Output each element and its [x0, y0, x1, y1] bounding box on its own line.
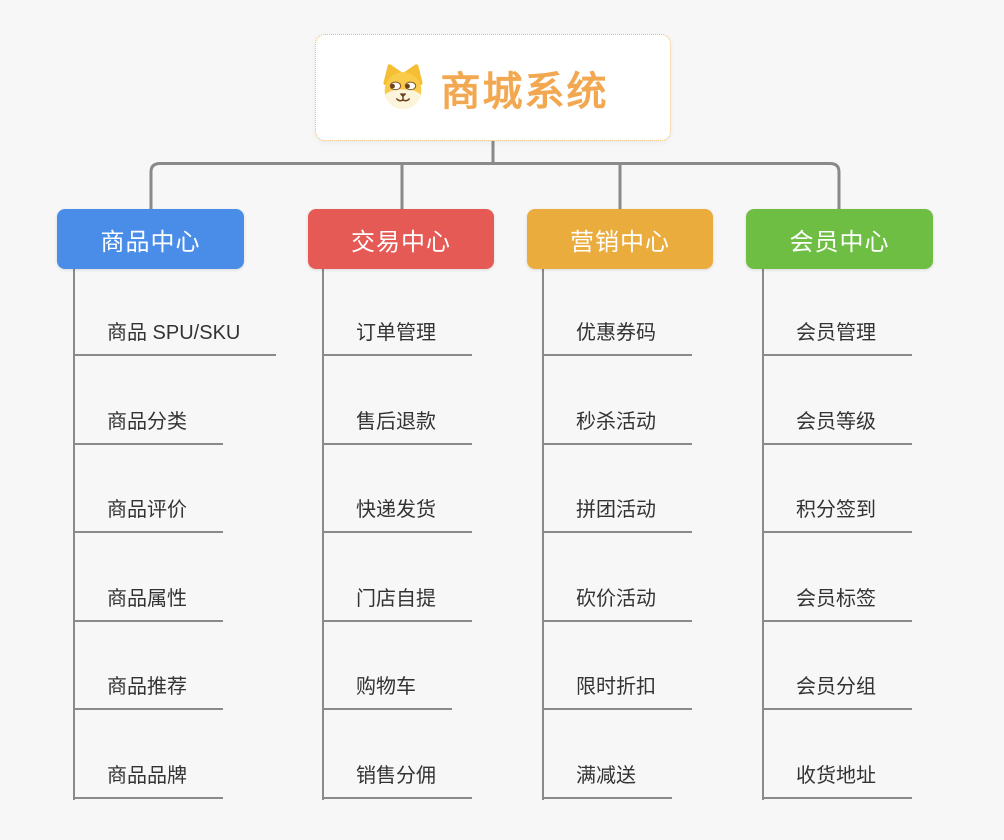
leaf-topic[interactable]: 会员等级	[762, 407, 912, 445]
leaf-topic[interactable]: 快递发货	[322, 495, 472, 533]
leaf-topic[interactable]: 商品评价	[73, 495, 223, 533]
leaf-topic[interactable]: 商品分类	[73, 407, 223, 445]
leaf-topic[interactable]: 商品品牌	[73, 761, 223, 799]
branch-label: 营销中心	[570, 228, 670, 256]
branch-node-marketing-center[interactable]: 营销中心	[527, 209, 713, 269]
leaf-topic[interactable]: 订单管理	[322, 318, 472, 356]
branch-label: 商品中心	[100, 228, 201, 256]
leaf-topic[interactable]: 秒杀活动	[542, 407, 692, 445]
leaf-topic[interactable]: 商品属性	[73, 584, 223, 622]
branch-node-product-center[interactable]: 商品中心	[57, 209, 244, 269]
leaf-topic[interactable]: 收货地址	[762, 761, 912, 799]
leaf-topic[interactable]: 积分签到	[762, 495, 912, 533]
branch-rail-line	[149, 162, 841, 210]
branch-node-member-center[interactable]: 会员中心	[746, 209, 933, 269]
leaf-topic[interactable]: 满减送	[542, 761, 672, 799]
leaf-topic[interactable]: 砍价活动	[542, 584, 692, 622]
root-topic-label: 商城系统	[440, 69, 609, 114]
branch-label: 交易中心	[351, 228, 451, 256]
leaf-topic[interactable]: 门店自提	[322, 584, 472, 622]
leaf-topic[interactable]: 销售分佣	[322, 761, 472, 799]
root-topic[interactable]: 商城系统	[315, 34, 671, 141]
leaf-topic[interactable]: 限时折扣	[542, 672, 692, 710]
leaf-topic[interactable]: 购物车	[322, 672, 452, 710]
leaf-topic[interactable]: 会员分组	[762, 672, 912, 710]
branch-label: 会员中心	[789, 228, 890, 256]
leaf-topic[interactable]: 售后退款	[322, 407, 472, 445]
leaf-topic[interactable]: 商品 SPU/SKU	[73, 318, 277, 356]
dog-face-icon	[378, 62, 428, 114]
leaf-topic[interactable]: 优惠券码	[542, 318, 692, 356]
leaf-topic[interactable]: 商品推荐	[73, 672, 223, 710]
leaf-topic[interactable]: 会员标签	[762, 584, 912, 622]
branch-node-trade-center[interactable]: 交易中心	[308, 209, 494, 269]
leaf-topic[interactable]: 会员管理	[762, 318, 912, 356]
leaf-topic[interactable]: 拼团活动	[542, 495, 692, 533]
